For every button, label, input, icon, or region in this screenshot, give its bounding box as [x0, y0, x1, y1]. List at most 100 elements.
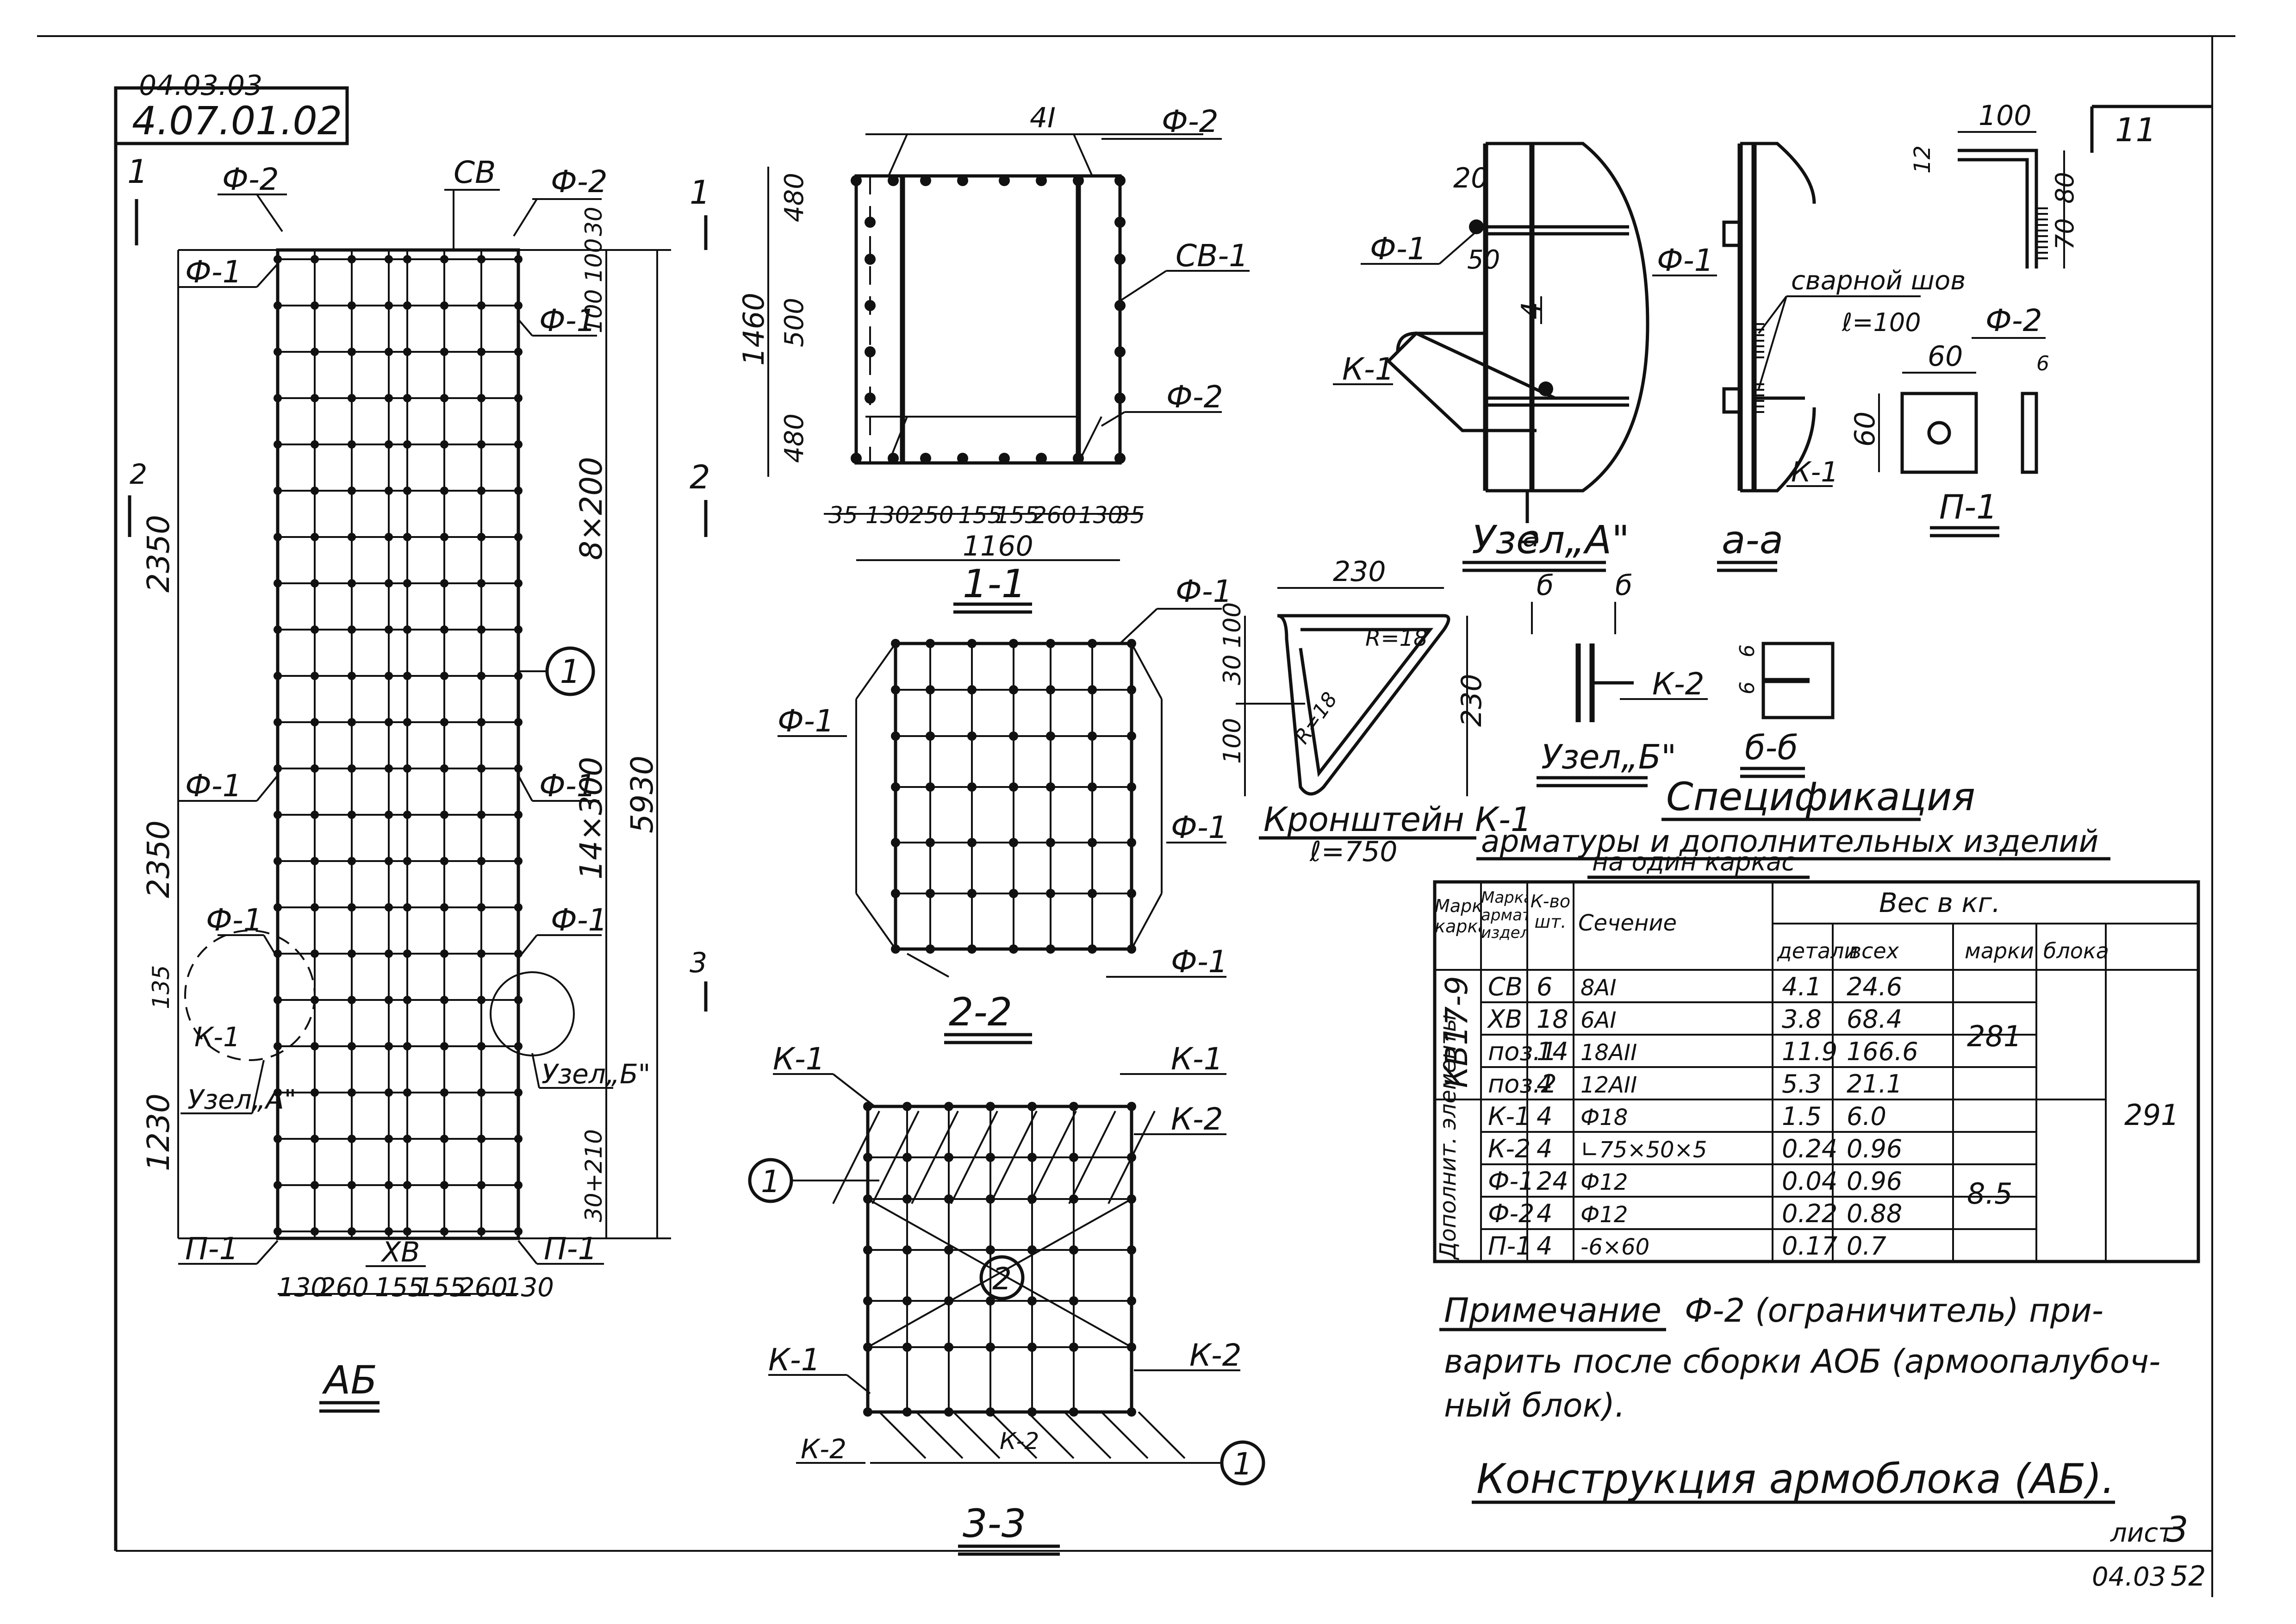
spec-cell: СВ	[1488, 972, 1523, 1001]
ab-bar-dot	[403, 625, 411, 634]
ab-bar-dot	[311, 1227, 319, 1236]
node-a-leader-f1-b	[1438, 231, 1477, 265]
ab-bar-dot	[514, 1227, 523, 1236]
s11-bar-dot	[865, 393, 876, 404]
s11-dim-35a: 35	[828, 502, 858, 529]
s33-bar-dot	[1069, 1245, 1078, 1255]
spec-marks-1: 281	[1967, 1019, 2022, 1053]
spec-cell: поз.1	[1488, 1037, 1557, 1066]
s33-bar-dot	[902, 1296, 912, 1305]
spec-cell: 18АII	[1580, 1040, 1637, 1066]
node-a-dim-4: 4	[1516, 302, 1548, 319]
s33-bar-dot	[986, 1245, 995, 1255]
ab-bar-dot	[514, 1181, 523, 1189]
s11-bar-dot	[957, 175, 968, 186]
bracket-inner	[1299, 628, 1434, 777]
ab-bar-dot	[274, 672, 282, 680]
ab-leader-f1-mr-b	[517, 775, 533, 801]
ab-dim-130b: 130	[504, 1273, 554, 1303]
s11-bar-dot	[999, 175, 1010, 186]
ab-bar-dot	[440, 579, 448, 587]
ab-bar-dot	[440, 1042, 448, 1050]
aa-label-weld-len: ℓ=100	[1842, 308, 1921, 337]
spec-cell: 0.24	[1782, 1134, 1837, 1163]
ab-bar-dot	[477, 1227, 485, 1236]
ab-bar-dot	[477, 348, 485, 356]
ab-bar-dot	[403, 1181, 411, 1189]
ab-bar-dot	[311, 1135, 319, 1143]
spec-cell: 11.9	[1782, 1037, 1837, 1066]
node-a-outline	[1486, 142, 1649, 493]
s22-bar-dot	[926, 944, 935, 954]
sheet-corner-number: 11	[2115, 111, 2156, 149]
s33-hatch-line	[878, 1411, 927, 1459]
ab-bar-dot	[477, 1042, 485, 1050]
spec-cell: 24.6	[1847, 972, 1902, 1001]
s33-bar-dot	[902, 1343, 912, 1352]
section-3-3: 2 1 1	[748, 1102, 1265, 1486]
s33-bar-dot	[863, 1102, 872, 1111]
ab-bar-dot	[311, 857, 319, 865]
s22-bar-dot	[891, 889, 900, 898]
s22-bar-dot	[967, 838, 977, 847]
ab-bar-dot	[514, 301, 523, 310]
ab-bar-dot	[403, 1042, 411, 1050]
s22-bar-dot	[1009, 685, 1018, 694]
s33-bar-dot	[1027, 1343, 1037, 1352]
s22-bar-dot	[1088, 889, 1097, 898]
doc-code-old: 04.03.03	[139, 69, 262, 102]
ab-bar-dot	[348, 949, 356, 958]
s22-bar-dot	[1046, 944, 1055, 954]
s33-bar-dot	[1127, 1245, 1136, 1255]
s22-chamfer-tl	[855, 643, 896, 700]
f2-dim-100: 100	[1979, 100, 2032, 132]
ab-label-p1-left: П-1	[185, 1231, 238, 1267]
s11-bar-dot	[1114, 393, 1126, 404]
ab-dim-right-100b: 100	[580, 289, 607, 333]
ab-bar-dot	[514, 394, 523, 402]
s11-bar-dot	[1114, 175, 1126, 186]
s11-bar-dot	[1114, 254, 1126, 265]
footer-sheet-number: 3	[2166, 1509, 2188, 1550]
bracket-radius-top: R=18	[1365, 625, 1428, 651]
footer-code: 04.03	[2092, 1562, 2166, 1592]
spec-cell: 5.3	[1782, 1069, 1822, 1099]
s22-label-f1-left: Ф-1	[778, 703, 834, 739]
ab-bar-dot	[477, 255, 485, 263]
s33-bar-dot	[986, 1194, 995, 1204]
s11-f2-brace-left	[888, 134, 908, 176]
ab-leader-p1-right-b	[517, 1240, 538, 1265]
ab-bar-dot	[274, 996, 282, 1004]
ab-label-f1-top-right: Ф-1	[539, 303, 596, 338]
s33-hatch-bottom	[878, 1411, 1186, 1459]
ab-bar-dot	[514, 811, 523, 819]
ab-leader-f1-tr-b	[517, 319, 533, 337]
ab-bar-dot	[440, 1181, 448, 1189]
ab-bar-dot	[514, 1088, 523, 1097]
ab-label-f1-low-right: Ф-1	[551, 902, 608, 938]
ab-bar-dot	[477, 811, 485, 819]
ab-dim-right-30: 30	[580, 206, 607, 236]
note-line-2: варить после сборки АОБ (армоопалубоч-	[1444, 1343, 2160, 1380]
ab-bar-dot	[440, 949, 448, 958]
ab-bar-dot	[514, 348, 523, 356]
spec-cell: 0.96	[1847, 1134, 1902, 1163]
ab-bar-dot	[403, 348, 411, 356]
ab-bar-dot	[477, 1181, 485, 1189]
p1-plate	[1900, 392, 1978, 474]
note-line-3: ный блок).	[1444, 1387, 1625, 1424]
aa-weld-marks	[1754, 323, 1764, 413]
f2-weld-marks	[2036, 207, 2048, 259]
ab-leader-f1-tl-b	[256, 263, 279, 288]
s33-bar-dot	[1069, 1102, 1078, 1111]
spec-h-count-cell: К-во шт.	[1531, 891, 1570, 932]
spec-subtitle2: на один каркас	[1592, 847, 1795, 876]
s11-dim-130a: 130	[865, 502, 909, 529]
node-a-bracket	[1386, 331, 1556, 432]
ab-bar-dot	[348, 440, 356, 449]
s22-bar-dot	[1127, 838, 1136, 847]
ab-bar-dot	[311, 487, 319, 495]
ab-bar-dot	[403, 394, 411, 402]
ab-bar-dot	[385, 903, 393, 912]
